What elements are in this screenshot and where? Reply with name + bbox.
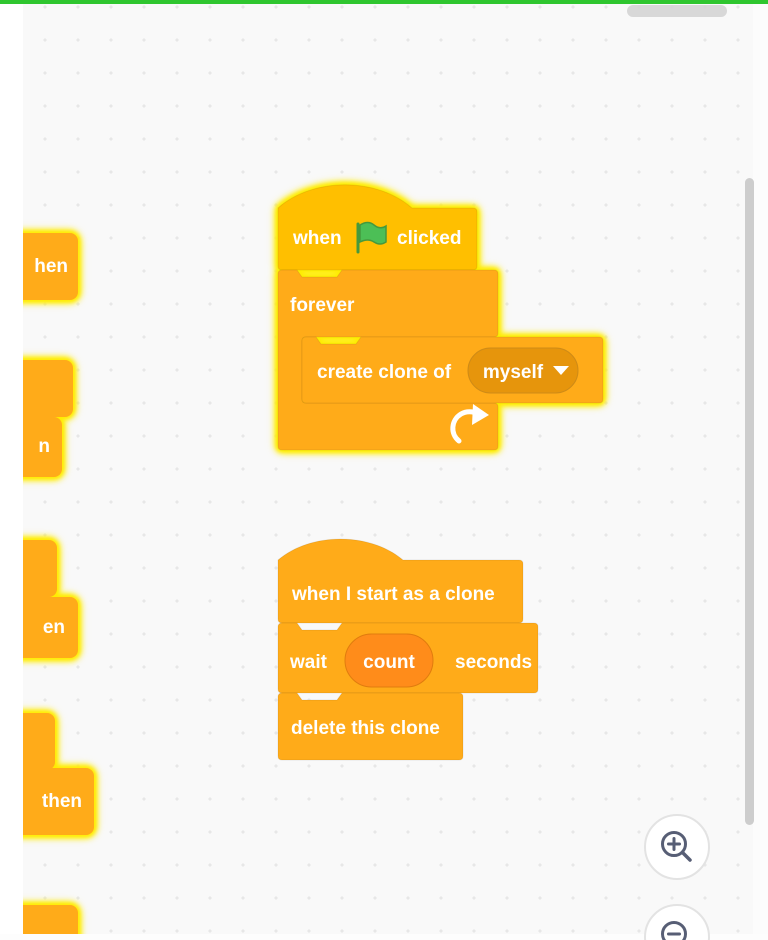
loop-arrow-icon	[450, 404, 489, 444]
block-label: create clone of	[317, 362, 452, 383]
dropdown-arrow-icon[interactable]	[553, 366, 569, 375]
zoom-in-button[interactable]	[644, 814, 710, 880]
zoom-in-icon	[661, 831, 692, 862]
block-label: hen	[34, 255, 68, 277]
clone-target-dropdown[interactable]	[467, 347, 579, 394]
block-label: clicked	[397, 228, 461, 249]
block-label: forever	[290, 295, 355, 316]
when-start-as-clone-block[interactable]	[277, 538, 524, 624]
script-clone-spawner[interactable]: when clicked forever create clone of mys…	[250, 160, 650, 470]
script-clone-behavior[interactable]: when I start as a clone wait count secon…	[260, 525, 560, 770]
vertical-scrollbar-track[interactable]	[753, 0, 768, 940]
palette-edge	[0, 0, 23, 940]
variable-count-oval[interactable]	[344, 633, 434, 688]
horizontal-scrollbar-thumb[interactable]	[627, 5, 727, 17]
variable-label: count	[363, 652, 415, 673]
vertical-scrollbar-thumb[interactable]	[745, 178, 754, 825]
block-label: when	[292, 228, 342, 249]
zoom-out-icon	[661, 921, 687, 940]
block-label: then	[41, 790, 82, 812]
block-label: delete this clone	[291, 718, 440, 739]
block-label: when I start as a clone	[291, 584, 495, 605]
green-flag-icon	[356, 221, 387, 254]
bottom-edge	[0, 934, 768, 940]
block-label: en	[42, 616, 65, 638]
delete-clone-block[interactable]	[277, 692, 464, 761]
block-label: wait	[289, 652, 328, 673]
block-label: seconds	[455, 652, 532, 673]
workspace-top-border	[0, 0, 768, 4]
block-label: n	[38, 436, 50, 457]
zoom-out-button[interactable]	[644, 904, 710, 940]
dropdown-value: myself	[483, 362, 544, 383]
